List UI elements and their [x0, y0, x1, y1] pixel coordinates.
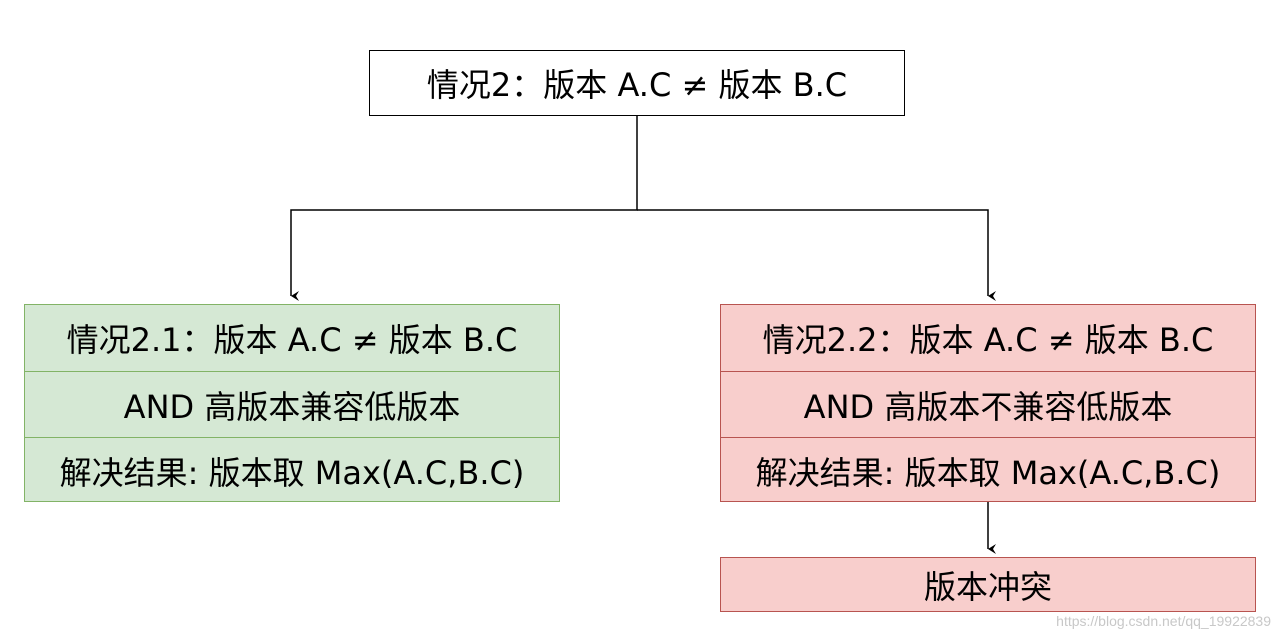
root-case-label: 情况2：版本 A.C ≠ 版本 B.C — [426, 66, 848, 104]
case-2-2-node: 情况2.2：版本 A.C ≠ 版本 B.C AND 高版本不兼容低版本 解决结果… — [720, 304, 1256, 502]
conflict-label: 版本冲突 — [923, 567, 1052, 606]
case-2-1-title: 情况2.1：版本 A.C ≠ 版本 B.C — [66, 321, 518, 359]
case-2-1-condition: AND 高版本兼容低版本 — [25, 371, 559, 437]
conflict-node: 版本冲突 — [720, 557, 1256, 612]
case-2-1-node: 情况2.1：版本 A.C ≠ 版本 B.C AND 高版本兼容低版本 解决结果:… — [24, 304, 560, 502]
case-2-2-title: 情况2.2：版本 A.C ≠ 版本 B.C — [762, 321, 1214, 359]
connector-root-to-case-2-2 — [637, 209, 996, 301]
watermark-text: https://blog.csdn.net/qq_19922839 — [1056, 613, 1271, 629]
case-2-2-result: 解决结果: 版本取 Max(A.C,B.C) — [721, 437, 1255, 503]
connector-root-to-case-2-1 — [290, 116, 638, 301]
root-case-node: 情况2：版本 A.C ≠ 版本 B.C — [369, 50, 905, 116]
case-2-2-condition: AND 高版本不兼容低版本 — [721, 371, 1255, 437]
case-2-1-result: 解决结果: 版本取 Max(A.C,B.C) — [25, 437, 559, 503]
